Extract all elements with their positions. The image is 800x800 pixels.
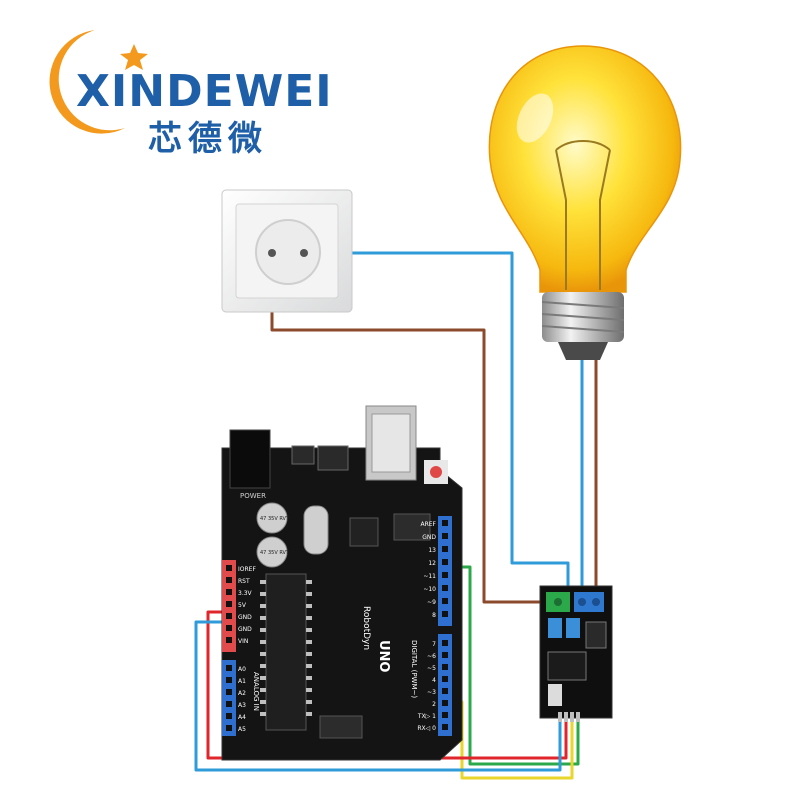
digital-header-high — [438, 516, 452, 626]
svg-text:~10: ~10 — [423, 586, 436, 593]
capacitor-2: 47 35V RVT — [256, 536, 290, 568]
svg-text:A2: A2 — [238, 690, 246, 697]
svg-text:IOREF: IOREF — [238, 566, 256, 573]
svg-text:7: 7 — [432, 641, 436, 648]
svg-text:~5: ~5 — [427, 665, 436, 672]
power-pin-labels: IOREF RST 3.3V 5V GND GND VIN — [238, 566, 256, 645]
svg-text:~11: ~11 — [423, 573, 436, 580]
svg-text:12: 12 — [428, 560, 436, 567]
svg-text:GND: GND — [238, 614, 252, 621]
svg-text:3.3V: 3.3V — [238, 590, 253, 597]
svg-text:GND: GND — [238, 626, 252, 633]
wire-blue-gnd — [194, 620, 562, 772]
module-header-pins — [558, 712, 580, 722]
power-header-pins — [226, 565, 232, 643]
socket-hole-right — [300, 249, 308, 257]
logo-text-cn: 芯德微 — [148, 119, 268, 159]
analog-header — [222, 660, 236, 736]
svg-text:RX◁ 0: RX◁ 0 — [417, 725, 436, 732]
ac-dimmer-module: AC Light Dimmer Module — [532, 585, 613, 722]
board-brand: RobotDyn — [361, 606, 371, 650]
analog-label: ANALOG IN — [252, 672, 260, 711]
svg-text:4: 4 — [432, 677, 436, 684]
svg-text:47 35V RVT: 47 35V RVT — [260, 516, 290, 522]
svg-text:2: 2 — [432, 701, 436, 708]
module-title: AC Light Dimmer Module — [532, 638, 538, 700]
power-jack — [229, 429, 271, 489]
module-terminal-blue — [574, 592, 604, 612]
svg-text:~6: ~6 — [427, 653, 436, 660]
svg-text:GND: GND — [422, 534, 436, 541]
atmega-chip — [265, 573, 307, 731]
bulb-filament — [555, 140, 611, 290]
board-model: UNO — [376, 640, 391, 673]
svg-text:A4: A4 — [238, 714, 246, 721]
capacitor-1: 47 35V RVT — [256, 502, 290, 534]
svg-text:~9: ~9 — [427, 599, 436, 606]
svg-text:5V: 5V — [238, 602, 247, 609]
digital-header-low — [438, 634, 452, 736]
svg-text:47 35V RVT: 47 35V RVT — [260, 550, 290, 556]
arduino-board: POWER 47 35V RVT 47 35V RVT — [221, 405, 463, 761]
analog-pin-labels: A0 A1 A2 A3 A4 A5 — [238, 666, 246, 733]
wall-socket — [221, 189, 353, 313]
digital-pin-labels-low: 7 ~6 ~5 4 ~3 2 TX▷ 1 RX◁ 0 — [417, 641, 436, 732]
socket-hole-left — [268, 249, 276, 257]
light-bulb — [488, 45, 682, 360]
svg-text:A1: A1 — [238, 678, 246, 685]
svg-text:A0: A0 — [238, 666, 246, 673]
svg-text:A3: A3 — [238, 702, 246, 709]
svg-text:8: 8 — [432, 612, 436, 619]
logo-star-icon — [120, 44, 148, 70]
logo-text-en: XINDEWEI — [76, 66, 333, 117]
bulb-glass — [488, 45, 682, 293]
wire-red — [206, 610, 568, 760]
svg-text:13: 13 — [428, 547, 436, 554]
svg-text:AREF: AREF — [420, 521, 436, 528]
digital-label: DIGITAL (PWM~) — [410, 640, 418, 698]
svg-text:~3: ~3 — [427, 689, 436, 696]
svg-text:A5: A5 — [238, 726, 246, 733]
power-label: POWER — [240, 492, 266, 500]
svg-text:TX▷ 1: TX▷ 1 — [417, 713, 436, 720]
wire-blue-socket — [304, 251, 570, 596]
svg-text:VIN: VIN — [238, 638, 248, 645]
digital-pin-labels-high: AREF GND 13 12 ~11 ~10 ~9 8 — [420, 521, 436, 619]
brand-logo: XINDEWEI 芯德微 — [49, 30, 333, 159]
svg-text:RST: RST — [238, 578, 250, 585]
